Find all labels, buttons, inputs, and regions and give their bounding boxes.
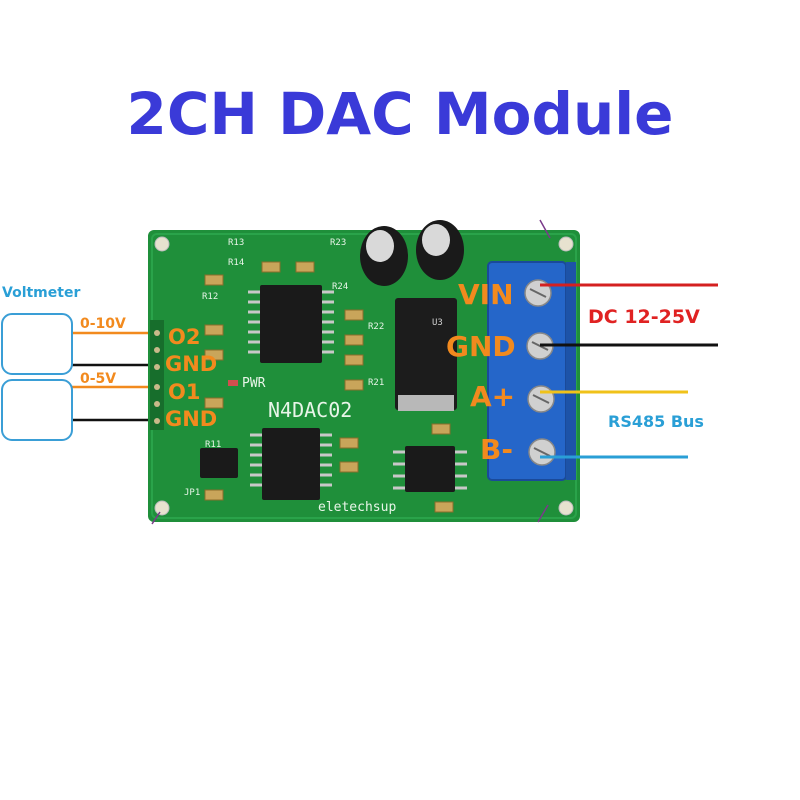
- ic-chip-rs485: [405, 446, 455, 492]
- voltmeter-label: Voltmeter: [2, 285, 81, 301]
- voltage-regulator: [395, 298, 457, 410]
- range-bottom-label: 0-5V: [80, 371, 117, 387]
- pin-o2-label: O2: [168, 325, 201, 349]
- electrolytic-capacitor: [416, 220, 464, 280]
- pin-gnd-label: GND: [446, 330, 516, 363]
- electrolytic-capacitor: [360, 226, 408, 286]
- silk-pwr: PWR: [242, 376, 266, 391]
- mount-hole: [558, 500, 574, 516]
- silk-r13: R13: [228, 238, 245, 248]
- pin-o1-label: O1: [168, 380, 201, 404]
- silk-r11: R11: [205, 440, 222, 450]
- range-top-label: 0-10V: [80, 316, 126, 332]
- transistor: [200, 448, 238, 478]
- pin-a-plus-label: A+: [470, 380, 516, 413]
- pin-gnd1-label: GND: [165, 352, 218, 376]
- pin-gnd2-label: GND: [165, 407, 218, 431]
- mount-hole: [154, 236, 170, 252]
- silk-r23: R23: [330, 238, 347, 248]
- mount-hole: [558, 236, 574, 252]
- silk-jp1: JP1: [184, 488, 201, 498]
- mount-hole: [154, 500, 170, 516]
- bus-label: RS485 Bus: [608, 412, 704, 431]
- voltmeter-bottom: [1, 379, 73, 441]
- ic-chip-top: [260, 285, 322, 363]
- silk-r21: R21: [368, 378, 385, 388]
- silk-r12: R12: [202, 292, 219, 302]
- pin-vin-label: VIN: [458, 278, 514, 311]
- silk-r14: R14: [228, 258, 245, 268]
- page-title: 2CH DAC Module: [126, 80, 674, 148]
- pin-b-minus-label: B-: [480, 433, 513, 466]
- voltmeter-top: [1, 313, 73, 375]
- silk-r22: R22: [368, 322, 385, 332]
- power-label: DC 12-25V: [588, 306, 700, 328]
- board-brand: eletechsup: [318, 500, 397, 515]
- ic-chip-bottom: [262, 428, 320, 500]
- board-model: N4DAC02: [268, 398, 353, 422]
- silk-r24: R24: [332, 282, 349, 292]
- silk-u3: U3: [432, 318, 443, 328]
